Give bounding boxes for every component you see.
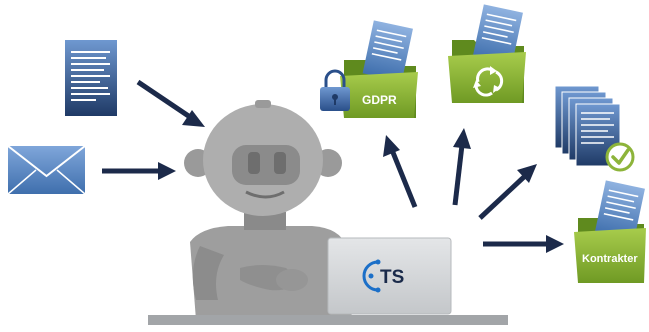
check-icon — [605, 142, 635, 172]
arrow-document-to-robot — [136, 79, 205, 127]
ts-logo-text: TS — [380, 267, 404, 288]
arrows-out — [383, 128, 564, 253]
document-stack — [554, 85, 621, 167]
laptop-icon: TS — [148, 237, 508, 325]
arrow-to-approved-docs — [478, 164, 537, 220]
recycle-icon — [473, 66, 504, 97]
envelope-icon — [7, 145, 86, 195]
arrow-to-gdpr-folder — [383, 135, 418, 208]
kontrakter-folder-icon: Kontrakter — [574, 180, 646, 283]
robot-icon — [184, 100, 352, 320]
approved-documents-icon — [554, 85, 635, 172]
kontrakter-label: Kontrakter — [582, 253, 638, 265]
lock-icon — [320, 69, 350, 111]
arrow-to-recycle-folder — [452, 128, 471, 206]
input-document-icon — [65, 40, 117, 116]
gdpr-label: GDPR — [362, 93, 397, 107]
arrow-to-kontrakter-folder — [483, 235, 564, 253]
recycle-folder-icon — [448, 4, 526, 103]
ts-logo-icon: TS — [362, 259, 404, 293]
arrow-email-to-robot — [102, 162, 176, 180]
gdpr-folder-icon: GDPR — [320, 20, 418, 118]
arrows-in — [102, 79, 205, 180]
